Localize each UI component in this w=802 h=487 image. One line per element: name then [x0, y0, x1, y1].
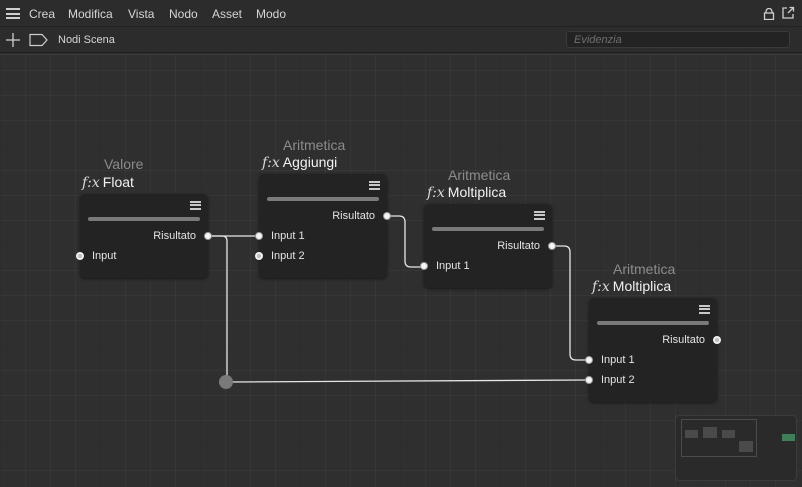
lock-icon[interactable]	[763, 8, 775, 20]
node-header-bar	[432, 227, 544, 231]
node-menu-icon[interactable]	[534, 211, 545, 223]
output-port[interactable]	[713, 336, 721, 344]
scene-nodes-label: Nodi Scena	[58, 34, 115, 46]
menu-item-vista[interactable]: Vista	[128, 7, 155, 21]
node-header-bar	[267, 197, 379, 201]
menu-item-crea[interactable]: Crea	[29, 7, 56, 21]
node-header-bar	[88, 217, 200, 221]
output-port[interactable]	[548, 242, 556, 250]
input-port-label: Input 1	[436, 260, 470, 272]
minimap-marker	[782, 434, 795, 441]
minimap-node	[722, 430, 735, 438]
reroute-dot[interactable]	[219, 375, 233, 389]
menu-item-asset[interactable]: Asset	[212, 7, 243, 21]
highlight-search-input[interactable]	[566, 31, 790, 48]
wire[interactable]	[387, 215, 424, 268]
wire[interactable]	[552, 245, 589, 361]
input-port[interactable]	[585, 376, 593, 384]
minimap-node	[685, 430, 698, 438]
output-port-label: Risultato	[662, 334, 705, 346]
node-category: Aritmetica	[283, 137, 346, 153]
minimap[interactable]	[675, 415, 797, 481]
output-port-label: Risultato	[153, 230, 196, 242]
node-title-text: Moltiplica	[612, 278, 672, 294]
input-port-label: Input	[92, 250, 117, 262]
popout-window-icon[interactable]	[781, 6, 795, 20]
node-menu-icon[interactable]	[190, 201, 201, 213]
function-icon: f:x	[427, 185, 445, 201]
output-port-label: Risultato	[497, 240, 540, 252]
node-category: Aritmetica	[613, 261, 676, 277]
input-port-label: Input 2	[601, 374, 635, 386]
minimap-viewport[interactable]	[681, 419, 757, 457]
menu-bar: Crea Modifica Vista Nodo Asset Modo	[0, 0, 802, 27]
node-moltiplica-1[interactable]: Risultato Input 1	[420, 204, 556, 288]
function-icon: f:x	[82, 175, 100, 191]
function-icon: f:x	[592, 279, 610, 295]
node-float[interactable]: Risultato Input	[76, 194, 212, 278]
menu-item-modo[interactable]: Modo	[256, 7, 287, 21]
add-icon[interactable]	[5, 32, 21, 48]
input-port[interactable]	[255, 252, 263, 260]
input-port[interactable]	[585, 356, 593, 364]
input-port[interactable]	[255, 232, 263, 240]
input-port-label: Input 1	[601, 354, 635, 366]
function-icon: f:x	[262, 155, 280, 171]
node-category: Aritmetica	[448, 167, 511, 183]
output-port[interactable]	[383, 212, 391, 220]
toolbar: Nodi Scena	[0, 27, 802, 53]
node-aggiungi[interactable]: Risultato Input 1 Input 2	[255, 174, 391, 278]
output-port-label: Risultato	[332, 210, 375, 222]
input-port-label: Input 1	[271, 230, 305, 242]
node-menu-icon[interactable]	[369, 181, 380, 193]
hamburger-menu-icon[interactable]	[6, 8, 20, 19]
wires-layer	[208, 215, 590, 383]
wire[interactable]	[226, 379, 590, 383]
minimap-node	[739, 441, 753, 452]
node-header-bar	[597, 321, 709, 325]
tag-icon[interactable]	[29, 33, 48, 47]
node-menu-icon[interactable]	[699, 305, 710, 317]
minimap-node	[703, 427, 717, 438]
node-title-text: Float	[102, 174, 134, 190]
node-moltiplica-2[interactable]: Risultato Input 1 Input 2	[585, 298, 721, 402]
output-port[interactable]	[204, 232, 212, 240]
input-port-label: Input 2	[271, 250, 305, 262]
node-title-text: Moltiplica	[447, 184, 507, 200]
menu-item-nodo[interactable]: Nodo	[169, 7, 198, 21]
node-category: Valore	[104, 156, 144, 172]
wire[interactable]	[208, 235, 228, 381]
input-port[interactable]	[76, 252, 84, 260]
menu-item-modifica[interactable]: Modifica	[68, 7, 113, 21]
node-title-text: Aggiungi	[282, 154, 338, 170]
input-port[interactable]	[420, 262, 428, 270]
